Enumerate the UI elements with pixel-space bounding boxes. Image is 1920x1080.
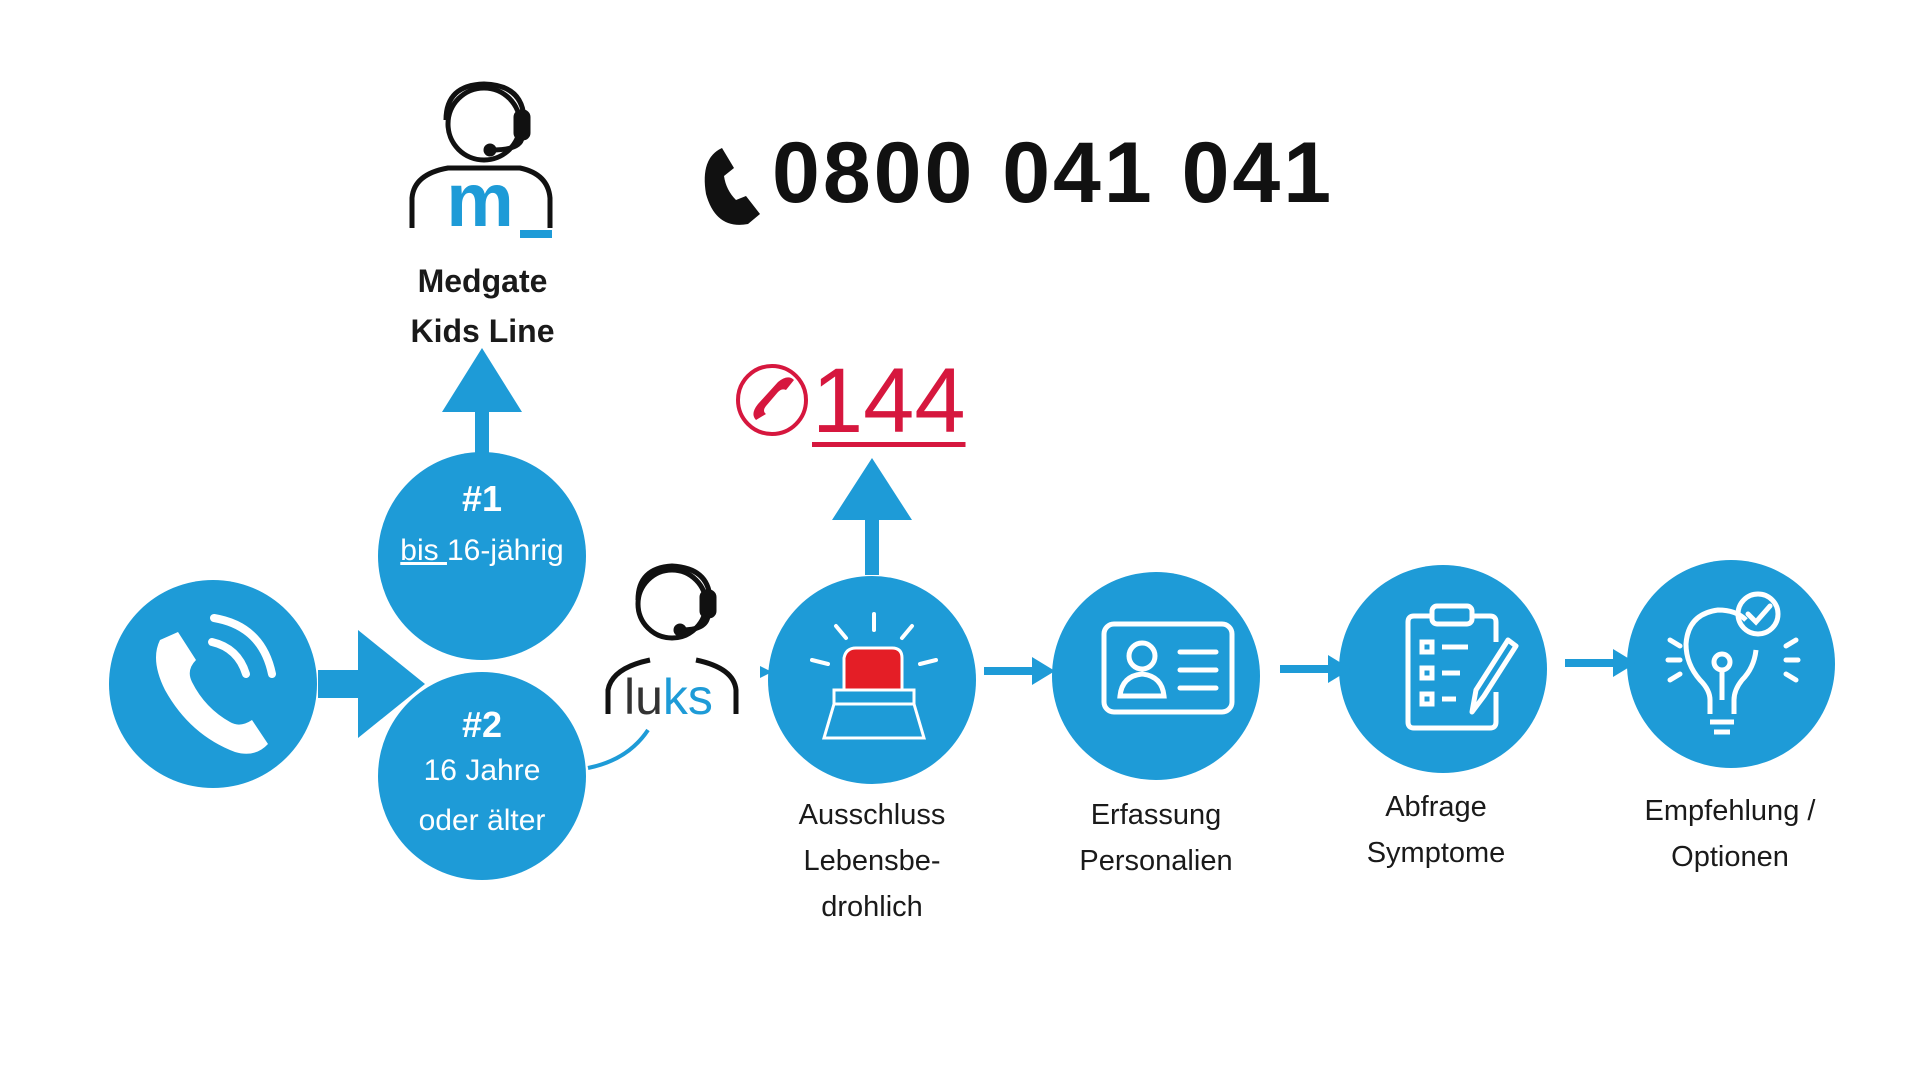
step-2-line2: Personalien (1079, 845, 1233, 877)
luks-logo-part1: lu (624, 669, 663, 725)
medgate-logo-underscore (520, 230, 552, 238)
option-2-line2: oder älter (418, 804, 546, 837)
arrow-luks-to-step (760, 666, 772, 678)
step-label-personal-data: Erfassung Personalien (1036, 792, 1276, 884)
step-1-line1: Ausschluss (798, 799, 946, 831)
step-label-exclusion: Ausschluss Lebensbe- drohlich (752, 792, 992, 930)
medgate-agent-icon (409, 81, 553, 228)
medgate-label: Medgate Kids Line (360, 256, 605, 356)
option-2-circle (378, 672, 586, 880)
medgate-logo-letter: m (446, 158, 514, 243)
option-1-circle (378, 452, 586, 660)
lightbulb-check-icon (1665, 591, 1801, 735)
arrow-caller-to-options (318, 630, 425, 738)
siren-icon (810, 612, 938, 740)
luks-logo-part2: ks (662, 669, 713, 725)
arrow-up-medgate (442, 348, 522, 465)
option-1-content: #1 bis 16-jährig (378, 478, 586, 576)
luks-logo: luks (624, 672, 713, 722)
id-card-icon (1101, 621, 1235, 715)
caller-circle (109, 580, 317, 788)
phone-call-icon (156, 614, 276, 754)
step-3-line1: Abfrage (1385, 791, 1487, 823)
step-label-symptoms: Abfrage Symptome (1316, 784, 1556, 876)
arrow-step-1-2 (984, 657, 1055, 685)
step-2-line1: Erfassung (1090, 799, 1222, 831)
option-2-title: #2 (461, 704, 503, 745)
option-2-line1: 16 Jahre (423, 754, 541, 787)
connector-option2-to-luks (587, 728, 650, 770)
arrow-step-2-3 (1280, 655, 1351, 683)
luks-agent-icon (605, 563, 739, 714)
step-1-line3: drohlich (821, 891, 923, 923)
emergency-number: 144 (812, 350, 966, 452)
step-label-recommendation: Empfehlung / Optionen (1600, 788, 1860, 880)
option-1-title: #1 (461, 478, 503, 519)
hotline-number: 0800 041 041 (772, 125, 1335, 221)
option-1-text: bis 16-jährig (378, 526, 586, 576)
clipboard-checklist-icon (1405, 603, 1519, 731)
option-1-text-underlined: bis (400, 534, 447, 567)
step-1-line2: Lebensbe- (803, 845, 941, 877)
phone-icon (704, 148, 760, 225)
step-4-line2: Optionen (1671, 841, 1789, 873)
step-4-line1: Empfehlung / (1644, 795, 1816, 827)
medgate-name-line2: Kids Line (410, 313, 555, 349)
emergency-phone-icon (736, 364, 808, 436)
option-1-text-rest: 16-jährig (446, 534, 564, 567)
step-circle-symptoms (1339, 565, 1547, 773)
medgate-name-line1: Medgate (417, 263, 548, 299)
option-2-content: #2 16 Jahre oder älter (378, 704, 586, 846)
step-3-line2: Symptome (1366, 837, 1506, 869)
arrow-up-emergency (832, 458, 912, 575)
arrow-step-3-4 (1565, 649, 1636, 677)
